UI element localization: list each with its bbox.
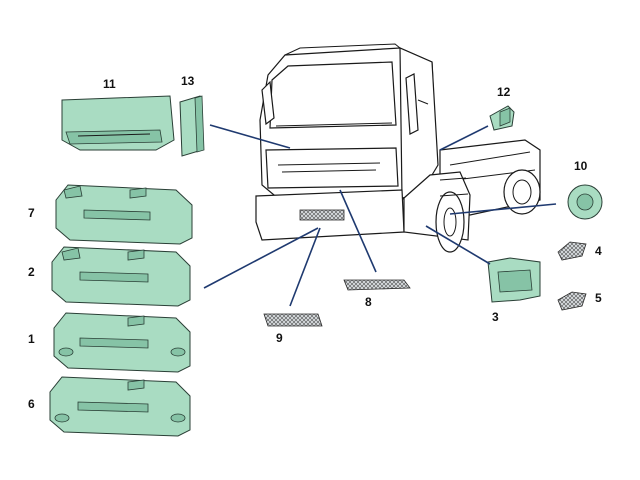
label-7: 7 xyxy=(28,206,35,220)
label-10: 10 xyxy=(574,159,588,173)
label-9: 9 xyxy=(276,331,283,345)
part-1-bumper xyxy=(53,312,191,373)
part-8-grille-mesh xyxy=(343,279,411,291)
part-9-grille-mesh xyxy=(263,313,323,327)
leader-line-11 xyxy=(209,124,291,149)
leader-line-8 xyxy=(339,189,377,273)
label-4: 4 xyxy=(595,244,602,258)
part-13-side-trim xyxy=(179,95,205,157)
label-5: 5 xyxy=(595,291,602,305)
leader-line-2 xyxy=(203,227,319,289)
leader-lines xyxy=(203,124,557,307)
label-8: 8 xyxy=(365,295,372,309)
leader-line-3 xyxy=(425,225,491,265)
leader-line-9 xyxy=(289,227,321,307)
label-6: 6 xyxy=(28,397,35,411)
part-5-grille-insert xyxy=(557,291,587,311)
label-3: 3 xyxy=(492,310,499,324)
label-12: 12 xyxy=(497,85,511,99)
part-3-step-bracket xyxy=(487,257,541,303)
part-6-bumper xyxy=(49,376,191,437)
part-7-bumper xyxy=(55,184,193,245)
truck-cab-illustration xyxy=(255,43,541,253)
part-11-grille-panel xyxy=(61,95,175,151)
leader-line-12 xyxy=(439,125,489,151)
label-2: 2 xyxy=(28,265,35,279)
part-12-bracket xyxy=(489,105,515,131)
part-10-round-cover xyxy=(567,184,603,220)
label-11: 11 xyxy=(103,77,116,91)
leader-line-10 xyxy=(449,203,557,215)
label-1: 1 xyxy=(28,332,35,346)
label-13: 13 xyxy=(181,74,195,88)
part-4-grille-insert xyxy=(557,241,587,261)
part-2-bumper xyxy=(51,246,191,307)
